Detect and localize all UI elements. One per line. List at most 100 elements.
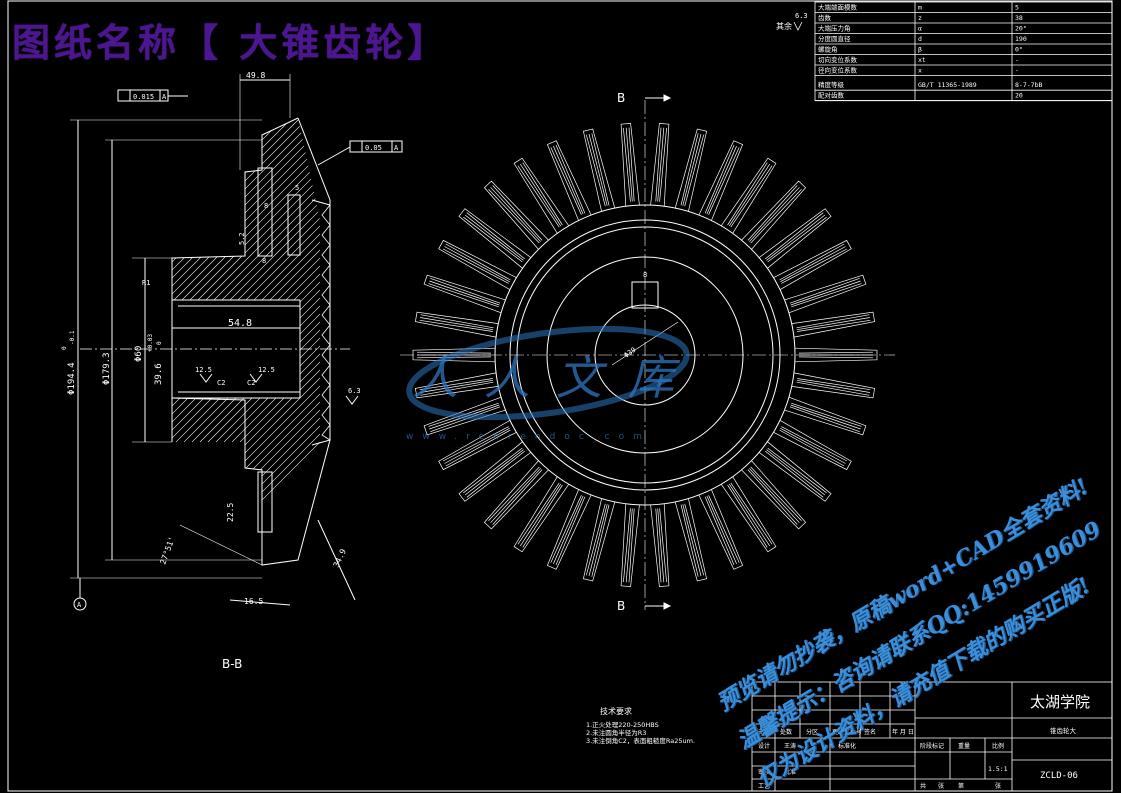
chamfer-2: C2 xyxy=(247,379,255,387)
hatch-line xyxy=(0,110,100,570)
hatch-line xyxy=(191,118,320,565)
param-cell: - xyxy=(1015,67,1019,75)
hatch-line xyxy=(172,118,320,565)
tb-zone: 分区 xyxy=(806,728,818,736)
drawing-title: 图纸名称【 大锥齿轮】 xyxy=(12,20,450,65)
tb-sheet: 张 xyxy=(938,782,944,790)
hatch-line xyxy=(172,118,237,565)
param-cell: 20° xyxy=(1015,25,1027,33)
param-cell: 齿数 xyxy=(818,13,832,22)
dim-d194-tol-up: 0 xyxy=(61,346,68,350)
tech-req-heading: 技术要求 xyxy=(600,706,632,716)
hatch-line xyxy=(172,118,285,565)
gear-tooth-outline xyxy=(412,123,878,587)
roughness-1: 12.5 xyxy=(195,366,212,374)
param-cell: z xyxy=(918,14,922,22)
watermark-logo-mark xyxy=(406,325,690,421)
tb-std: 标准化 xyxy=(838,742,856,750)
school-name: 太湖学院 xyxy=(1030,693,1090,711)
tb-doc: 更改文件号 xyxy=(832,728,862,736)
part-name: 锥齿轮大 xyxy=(1050,726,1077,735)
hatch-line xyxy=(172,118,205,565)
param-cell: 径向变位系数 xyxy=(818,66,858,75)
hatch-line xyxy=(172,118,320,565)
dim-v5: 5 xyxy=(295,184,299,192)
hatch-line xyxy=(172,118,320,565)
dim-v22: 22.5 xyxy=(226,503,235,522)
hatch-line xyxy=(172,118,320,565)
hatch-line xyxy=(0,110,116,570)
dim-d39-tol-low: 0 xyxy=(156,341,163,345)
dim-d60: Φ60 xyxy=(134,346,144,362)
gear-front-view xyxy=(400,94,895,610)
hatch-line xyxy=(0,110,164,570)
param-cell: 分度圆直径 xyxy=(818,34,851,43)
hatch-line xyxy=(172,118,320,565)
param-cell: 大端压力角 xyxy=(818,24,851,33)
scale-value: 1.5:1 xyxy=(988,765,1008,773)
dim-v5-2: 5.2 xyxy=(238,232,246,245)
tech-req-item: 2.未注圆角半径为R3 xyxy=(586,728,646,737)
view-mark-top: B xyxy=(617,91,625,105)
chamfer-1: C2 xyxy=(217,379,225,387)
tb-mark: 标记 xyxy=(756,728,768,736)
hatch-line xyxy=(172,118,261,565)
hatch-line xyxy=(172,118,320,565)
hatch-line xyxy=(172,118,320,565)
param-cell: 20 xyxy=(1015,92,1023,100)
param-cell: - xyxy=(1015,56,1019,64)
hatch-line xyxy=(172,118,320,565)
tb-weight: 重量 xyxy=(958,742,970,750)
dim-v8a: 8 xyxy=(264,202,268,210)
section-label: B-B xyxy=(222,657,242,671)
hatch-line xyxy=(172,118,320,565)
datum-a: A xyxy=(77,601,82,609)
tb-date: 年 月 日 xyxy=(892,728,914,736)
roughness-3: 6.3 xyxy=(348,387,361,395)
gdt-runout-2-value: 0.05 xyxy=(365,144,382,152)
hatch-line xyxy=(172,118,213,565)
roughness-other-value: 6.3 xyxy=(795,12,808,20)
dim-d194: Φ194.4 xyxy=(67,362,77,395)
hatch-line xyxy=(172,118,293,565)
param-cell: 配对齿数 xyxy=(818,91,845,100)
tb-sheets: 共 xyxy=(920,782,926,790)
dim-d179: Φ179.3 xyxy=(102,352,112,385)
param-cell: GB/T 11365-1989 xyxy=(918,81,977,89)
hatch-line xyxy=(172,118,320,565)
tech-req-item: 1.正火处理220-250HBS xyxy=(586,720,659,729)
hatch-line xyxy=(172,118,189,565)
hatch-line xyxy=(172,118,320,565)
watermark-url: www.renrendoc.com xyxy=(406,432,651,442)
hatch-line xyxy=(172,118,229,565)
gdt-runout-1-value: 0.015 xyxy=(133,93,154,101)
param-cell: xt xyxy=(918,56,926,64)
tb-approve: 批准 xyxy=(784,768,796,776)
hatch-line xyxy=(172,118,320,565)
hatch-line xyxy=(0,110,108,570)
dim-v16: 16.5 xyxy=(244,597,263,606)
hatch-line xyxy=(172,118,320,565)
gdt-runout-2-ref: A xyxy=(394,144,399,152)
tb-stage: 阶段标记 xyxy=(920,742,944,750)
dim-d39-tol: +0.03 xyxy=(147,334,154,352)
param-cell: 38 xyxy=(1015,14,1023,22)
hatch-line xyxy=(172,118,320,565)
hatch-line xyxy=(172,118,269,565)
dim-d194-tol-low: -0.1 xyxy=(69,330,76,345)
gdt-runout-1-ref: A xyxy=(162,93,167,101)
tb-process: 工艺 xyxy=(758,782,770,790)
hatch-line xyxy=(172,118,320,565)
watermark-logo: 人人文库 xyxy=(412,351,700,405)
param-cell: 5 xyxy=(1015,4,1019,12)
roughness-other-symbol xyxy=(793,21,803,31)
hatch-line xyxy=(172,118,320,565)
tb-page: 第 xyxy=(958,782,964,790)
view-mark-bottom: B xyxy=(617,599,625,613)
hatch-line xyxy=(172,118,320,565)
tb-review: 审核 xyxy=(758,768,770,776)
tb-ratio: 比例 xyxy=(992,742,1004,750)
param-cell: 精度等级 xyxy=(818,80,845,89)
